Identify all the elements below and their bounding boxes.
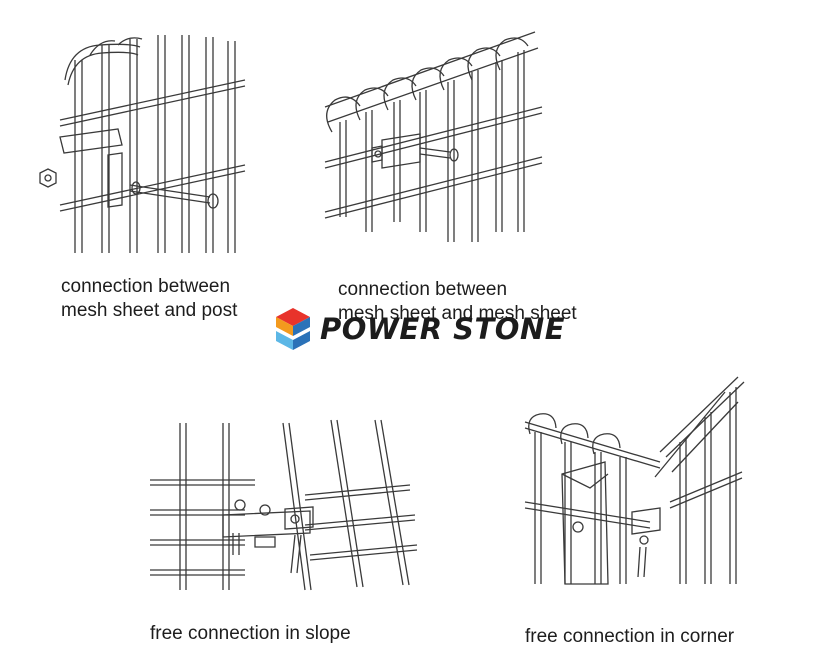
slope-clips bbox=[222, 499, 314, 574]
corner-diagram bbox=[524, 376, 745, 585]
right-mesh bbox=[282, 419, 418, 591]
mesh-mesh-caption-line1: connection between bbox=[338, 279, 508, 300]
vertical-wires bbox=[339, 50, 525, 242]
right-mesh bbox=[654, 376, 745, 584]
mesh-post-caption-line2: mesh sheet and post bbox=[61, 300, 238, 321]
brand-logo: POWER STONE bbox=[272, 306, 565, 352]
bolt bbox=[129, 181, 219, 209]
mesh-post-caption-line1: connection between bbox=[61, 276, 231, 297]
brand-name: POWER STONE bbox=[320, 312, 566, 346]
top-loops bbox=[64, 37, 143, 86]
corner-caption: free connection in corner bbox=[525, 626, 735, 647]
left-mesh bbox=[524, 413, 661, 584]
corner-clip bbox=[631, 507, 661, 578]
left-mesh bbox=[150, 423, 255, 590]
horizontal-wires bbox=[59, 79, 246, 212]
horizontal-wires bbox=[324, 106, 543, 219]
connector-clip bbox=[371, 133, 459, 169]
nut bbox=[39, 168, 57, 188]
top-roll bbox=[324, 31, 539, 133]
mesh-mesh-diagram bbox=[324, 31, 543, 242]
post-bracket bbox=[59, 128, 123, 208]
slope-caption: free connection in slope bbox=[150, 623, 351, 644]
mesh-mesh-caption-line2: mesh sheet and mesh sheet bbox=[338, 303, 577, 324]
mesh-post-diagram bbox=[39, 35, 246, 253]
power-stone-logo-mark bbox=[276, 308, 310, 350]
vertical-wires bbox=[74, 35, 236, 253]
slope-diagram bbox=[150, 419, 418, 591]
corner-post bbox=[561, 461, 609, 585]
